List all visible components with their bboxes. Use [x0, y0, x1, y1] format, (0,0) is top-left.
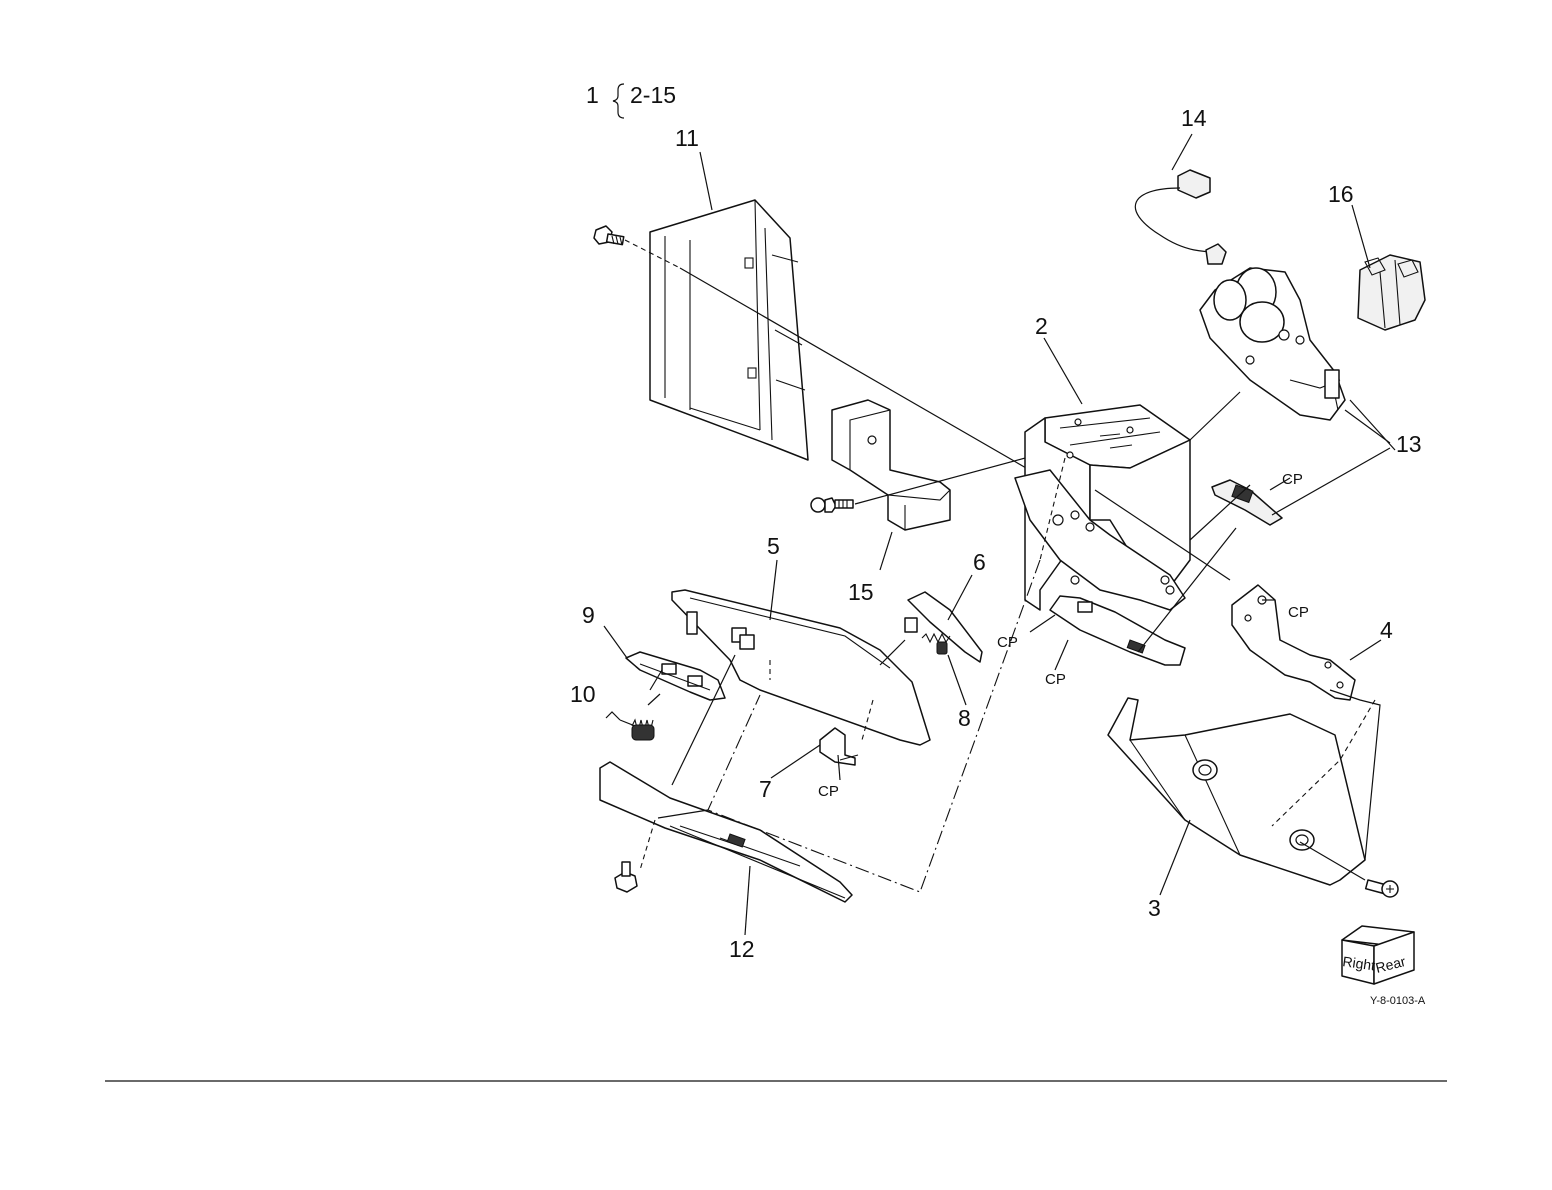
- part-13-motor-assembly: [1200, 268, 1345, 420]
- callout-16: 16: [1328, 181, 1354, 207]
- orientation-cube: Right Rear: [1342, 926, 1414, 984]
- part-15-bracket: [832, 400, 950, 530]
- part-16-block: [1358, 255, 1425, 330]
- screw-part-15: [811, 498, 853, 512]
- callout-5: 5: [767, 533, 780, 559]
- screw-part-12: [615, 862, 637, 892]
- assembly-number: 1: [586, 82, 599, 108]
- callout-13: 13: [1396, 431, 1422, 457]
- part-8-spring: [922, 634, 950, 654]
- callout-4: 4: [1380, 617, 1393, 643]
- callout-11: 11: [675, 125, 699, 151]
- screw-top-left: [594, 226, 624, 245]
- callout-7: 7: [759, 776, 772, 802]
- cp-label-right-mid: CP: [1288, 604, 1309, 621]
- figure-code: Y-8-0103-A: [1370, 995, 1426, 1007]
- callout-15: 15: [848, 579, 874, 605]
- callout-14: 14: [1181, 105, 1207, 131]
- callout-2: 2: [1035, 313, 1048, 339]
- callout-3: 3: [1148, 895, 1161, 921]
- part-14-sensor: [1135, 170, 1226, 264]
- part-5-lever: [672, 590, 930, 745]
- part-4-bracket: [1232, 585, 1355, 700]
- part-9-lever: [626, 652, 725, 700]
- cp-label-top-right: CP: [1282, 471, 1303, 488]
- assembly-range: 2-15: [630, 82, 676, 108]
- screw-part-3: [1366, 880, 1398, 897]
- part-12-plate: [600, 762, 852, 902]
- part-10-spring: [606, 712, 654, 740]
- part-11-cover: [650, 200, 808, 460]
- cp-label-lower-left: CP: [818, 783, 839, 800]
- cp-bracket-top-right: [1212, 480, 1282, 525]
- cp-label-center-low: CP: [1045, 671, 1066, 688]
- callout-9: 9: [582, 602, 595, 628]
- cp-label-center-left: CP: [997, 634, 1018, 651]
- assembly-reference: 1 2-15: [586, 82, 676, 118]
- callout-8: 8: [958, 705, 971, 731]
- callout-12: 12: [729, 936, 755, 962]
- callout-6: 6: [973, 549, 986, 575]
- part-7-clip: [820, 728, 858, 765]
- callout-10: 10: [570, 681, 596, 707]
- assembly-brace: [613, 84, 624, 118]
